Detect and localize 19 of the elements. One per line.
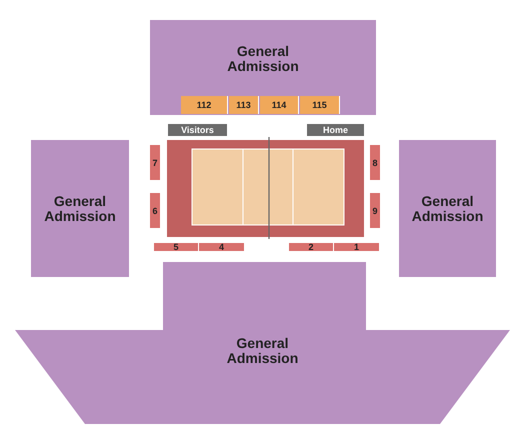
seating-section: 112: [181, 96, 228, 114]
seating-section: 8: [370, 145, 380, 180]
team-label-bar: Visitors: [168, 124, 227, 136]
seating-section: [150, 20, 376, 115]
section-label: General Admission: [226, 44, 300, 74]
seating-section: 7: [150, 145, 160, 180]
seating-section: General Admission: [15, 262, 510, 424]
seating-section: 113: [229, 96, 259, 114]
team-label-bar: Home: [307, 124, 364, 136]
seating-section: 6: [150, 193, 160, 228]
seating-section: 9: [370, 193, 380, 228]
seating-section: 1: [334, 243, 379, 251]
seating-section: 4: [199, 243, 244, 251]
seating-section: General Admission: [399, 140, 496, 277]
seating-section: 114: [260, 96, 299, 114]
seating-section: 115: [300, 96, 340, 114]
seating-section: General Admission: [31, 140, 129, 277]
seating-section: 2: [289, 243, 333, 251]
seating-section: 5: [154, 243, 198, 251]
